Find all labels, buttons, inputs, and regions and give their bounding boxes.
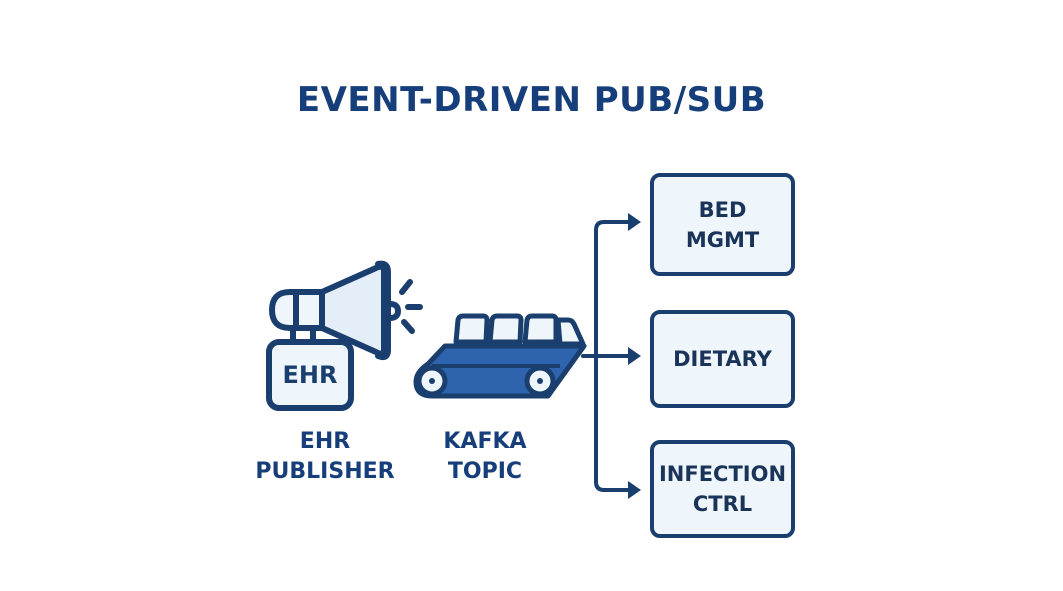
publisher-label: EHR PUBLISHER — [240, 427, 410, 487]
subscriber-label-line1: INFECTION — [658, 462, 787, 486]
subscriber-label-line1: DIETARY — [673, 347, 772, 371]
subscriber-label-line2: CTRL — [692, 492, 753, 516]
ehr-badge-text: EHR — [282, 361, 338, 389]
broker-label-line2: TOPIC — [447, 459, 523, 484]
diagram-title: EVENT-DRIVEN PUB/SUB — [296, 80, 767, 120]
publisher-label-line2: PUBLISHER — [255, 459, 395, 484]
fanout-connector — [581, 220, 632, 492]
subscriber-box-bed-mgmt: BED MGMT — [650, 173, 795, 276]
broker-label-line1: KAFKA — [443, 429, 527, 454]
broker-label: KAFKA TOPIC — [420, 427, 550, 487]
subscriber-label-line1: BED — [698, 197, 747, 222]
arrow-head-icon — [628, 347, 641, 365]
conveyor-icon — [413, 313, 587, 399]
ehr-badge-box — [266, 339, 354, 411]
subscriber-box-infection-ctrl: INFECTION CTRL — [650, 440, 795, 538]
arrow-head-icon — [628, 213, 641, 231]
subscriber-label-line2: MGMT — [685, 227, 760, 252]
megaphone-icon — [269, 260, 423, 361]
arrow-head-icon — [628, 481, 641, 499]
subscriber-box-dietary: DIETARY — [650, 310, 795, 408]
publisher-label-line1: EHR — [299, 429, 351, 454]
